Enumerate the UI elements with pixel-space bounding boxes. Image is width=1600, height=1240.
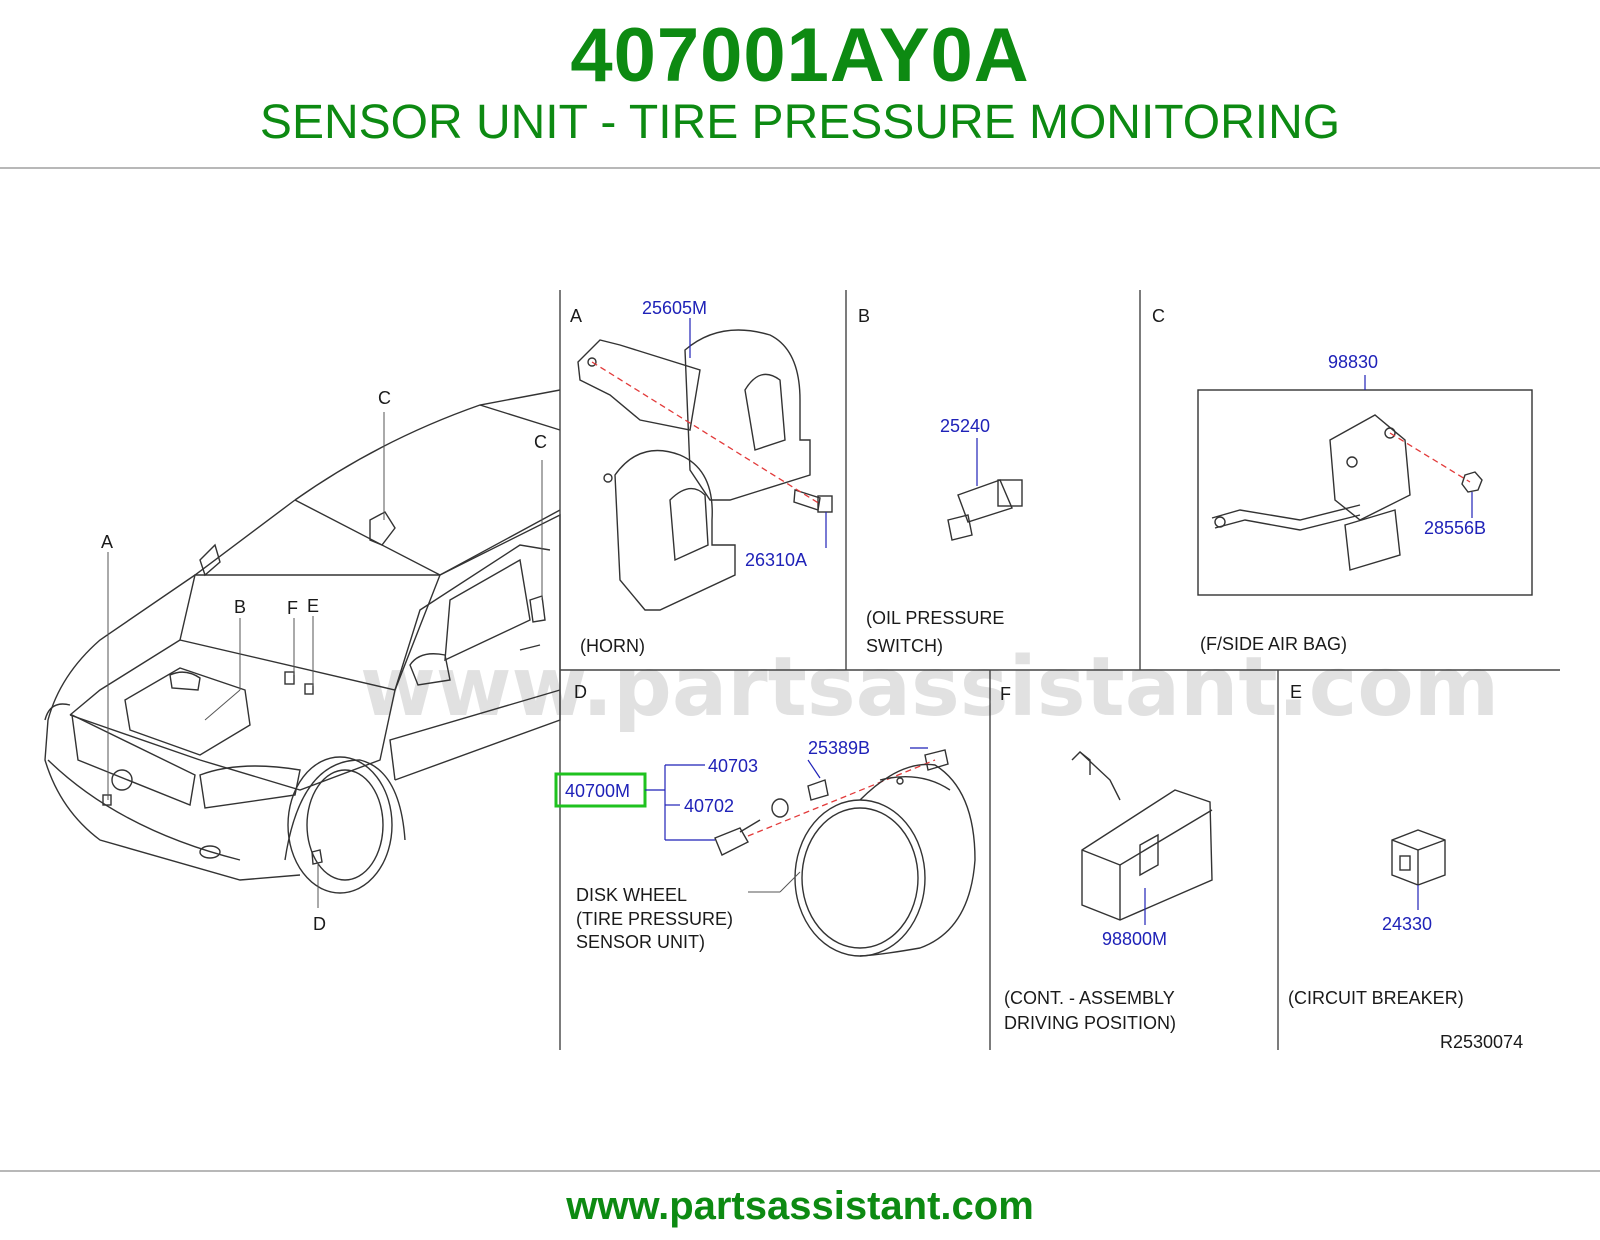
panel-d-tire-pressure-sensor: D 40700M 40703 40702 25389B DISK WHEEL (…	[554, 682, 976, 957]
part-28556b[interactable]: 28556B	[1424, 518, 1486, 538]
panel-c-side-airbag: C 98830 28556B (F/SIDE AIR BAG)	[1152, 306, 1533, 654]
panel-d-caption-line2: (TIRE PRESSURE)	[576, 909, 733, 929]
panel-b-oil-pressure-switch: B 25240 (OIL PRESSURE SWITCH)	[858, 306, 1023, 656]
panel-c-caption: (F/SIDE AIR BAG)	[1200, 634, 1347, 654]
part-number-title: 407001AY0A	[570, 13, 1030, 98]
footer-divider	[0, 1170, 1600, 1172]
header-divider	[0, 167, 1600, 169]
callout-a: A	[101, 532, 113, 552]
part-40703[interactable]: 40703	[708, 756, 758, 776]
vehicle-overview-drawing: A B F E C C D	[44, 388, 561, 934]
callout-c-roof: C	[378, 388, 391, 408]
panel-b-caption-line1: (OIL PRESSURE	[866, 608, 1004, 628]
diagram-reference-code: R2530074	[1440, 1032, 1523, 1052]
panel-a-letter: A	[570, 306, 582, 326]
panel-b-letter: B	[858, 306, 870, 326]
panel-grid	[559, 290, 1560, 1050]
callout-c-pillar: C	[534, 432, 547, 452]
panel-d-caption-line3: SENSOR UNIT)	[576, 932, 705, 952]
part-40702[interactable]: 40702	[684, 796, 734, 816]
panel-c-letter: C	[1152, 306, 1165, 326]
part-98830[interactable]: 98830	[1328, 352, 1378, 372]
panel-b-caption-line2: SWITCH)	[866, 636, 943, 656]
part-description-subtitle: SENSOR UNIT - TIRE PRESSURE MONITORING	[259, 96, 1341, 149]
part-25240[interactable]: 25240	[940, 416, 990, 436]
part-24330[interactable]: 24330	[1382, 914, 1432, 934]
panel-d-caption-line1: DISK WHEEL	[576, 885, 687, 905]
callout-e: E	[307, 596, 319, 616]
panel-f-control-assembly: F 98800M (CONT. - ASSEMBLY DRIVING POSIT…	[1000, 684, 1213, 1033]
callout-b: B	[234, 597, 246, 617]
callout-f: F	[287, 598, 298, 618]
panel-e-caption: (CIRCUIT BREAKER)	[1288, 988, 1464, 1008]
panel-e-letter: E	[1290, 682, 1302, 702]
part-25389b[interactable]: 25389B	[808, 738, 870, 758]
panel-d-letter: D	[574, 682, 587, 702]
panel-f-letter: F	[1000, 684, 1011, 704]
callout-d: D	[313, 914, 326, 934]
watermark-text: www.partsassistant.com	[360, 640, 1499, 735]
footer-website-link[interactable]: www.partsassistant.com	[566, 1184, 1034, 1228]
part-40700m-highlighted[interactable]: 40700M	[565, 781, 630, 801]
part-98800m[interactable]: 98800M	[1102, 929, 1167, 949]
panel-f-caption-line2: DRIVING POSITION)	[1004, 1013, 1176, 1033]
part-25605m[interactable]: 25605M	[642, 298, 707, 318]
panel-f-caption-line1: (CONT. - ASSEMBLY	[1004, 988, 1175, 1008]
panel-a-horn: A 25605M 26310A (HORN)	[570, 298, 833, 656]
panel-e-circuit-breaker: E 24330 (CIRCUIT BREAKER)	[1288, 682, 1464, 1008]
part-26310a[interactable]: 26310A	[745, 550, 807, 570]
panel-a-caption: (HORN)	[580, 636, 645, 656]
